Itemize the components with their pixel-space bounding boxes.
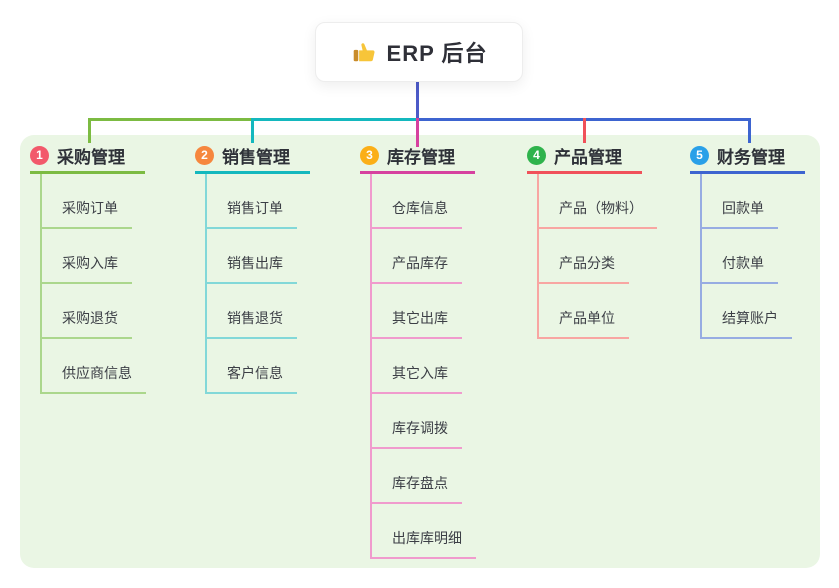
branch-header[interactable]: 1 采购管理 <box>30 143 145 174</box>
branch-label: 采购管理 <box>57 147 125 167</box>
child-label: 销售订单 <box>227 200 283 216</box>
child-node[interactable]: 产品库存 <box>372 229 462 284</box>
child-label: 供应商信息 <box>62 365 132 381</box>
branch-number-badge: 4 <box>527 145 546 165</box>
child-node[interactable]: 产品分类 <box>539 229 629 284</box>
child-label: 库存调拨 <box>392 420 448 436</box>
child-node[interactable]: 采购退货 <box>42 284 132 339</box>
branch-procurement: 1 采购管理 采购订单 采购入库 采购退货 供应商信息 <box>30 143 160 394</box>
branch-children: 销售订单 销售出库 销售退货 客户信息 <box>205 174 325 394</box>
branch-label: 财务管理 <box>717 147 785 167</box>
root-stem-line <box>416 82 419 119</box>
child-node[interactable]: 采购订单 <box>42 174 132 229</box>
branch-label: 产品管理 <box>554 147 622 167</box>
child-label: 客户信息 <box>227 365 283 381</box>
branch-header[interactable]: 4 产品管理 <box>527 143 642 174</box>
child-node[interactable]: 库存盘点 <box>372 449 462 504</box>
child-node[interactable]: 出库库明细 <box>372 504 476 559</box>
branch-children: 产品（物料） 产品分类 产品单位 <box>537 174 657 339</box>
branch-number-badge: 3 <box>360 145 379 165</box>
child-node[interactable]: 采购入库 <box>42 229 132 284</box>
child-label: 销售出库 <box>227 255 283 271</box>
drop-line-2 <box>251 118 254 143</box>
drop-line-3 <box>416 118 419 147</box>
drop-line-5 <box>748 118 751 143</box>
child-label: 结算账户 <box>722 310 778 326</box>
branches-panel <box>20 135 820 568</box>
child-label: 其它出库 <box>392 310 448 326</box>
branch-children: 回款单 付款单 结算账户 <box>700 174 820 339</box>
drop-line-4 <box>583 118 586 143</box>
branch-finance: 5 财务管理 回款单 付款单 结算账户 <box>690 143 820 339</box>
child-label: 产品分类 <box>559 255 615 271</box>
child-label: 库存盘点 <box>392 475 448 491</box>
branch-number-badge: 5 <box>690 145 709 165</box>
child-node[interactable]: 库存调拨 <box>372 394 462 449</box>
branch-children: 仓库信息 产品库存 其它出库 其它入库 库存调拨 库存盘点 出库库明细 <box>370 174 490 559</box>
child-label: 采购入库 <box>62 255 118 271</box>
child-label: 产品（物料） <box>559 200 643 216</box>
child-label: 采购退货 <box>62 310 118 326</box>
branch-number-badge: 1 <box>30 145 49 165</box>
child-node[interactable]: 回款单 <box>702 174 778 229</box>
branch-label: 库存管理 <box>387 147 455 167</box>
bus-line-teal <box>252 118 418 121</box>
child-label: 采购订单 <box>62 200 118 216</box>
branch-label: 销售管理 <box>222 147 290 167</box>
root-node[interactable]: ERP 后台 <box>315 22 523 82</box>
branch-sales: 2 销售管理 销售订单 销售出库 销售退货 客户信息 <box>195 143 325 394</box>
child-label: 产品库存 <box>392 255 448 271</box>
child-label: 销售退货 <box>227 310 283 326</box>
drop-line-1 <box>88 118 91 143</box>
branch-header[interactable]: 2 销售管理 <box>195 143 310 174</box>
bus-line-green <box>89 118 254 121</box>
child-node[interactable]: 其它入库 <box>372 339 462 394</box>
child-node[interactable]: 产品单位 <box>539 284 629 339</box>
thumbs-up-icon <box>351 39 377 65</box>
branch-children: 采购订单 采购入库 采购退货 供应商信息 <box>40 174 160 394</box>
child-label: 其它入库 <box>392 365 448 381</box>
child-label: 出库库明细 <box>392 530 462 546</box>
branch-product: 4 产品管理 产品（物料） 产品分类 产品单位 <box>527 143 657 339</box>
child-node[interactable]: 付款单 <box>702 229 778 284</box>
child-node[interactable]: 客户信息 <box>207 339 297 394</box>
branch-header[interactable]: 5 财务管理 <box>690 143 805 174</box>
child-label: 仓库信息 <box>392 200 448 216</box>
child-label: 回款单 <box>722 200 764 216</box>
child-node[interactable]: 结算账户 <box>702 284 792 339</box>
branch-number-badge: 2 <box>195 145 214 165</box>
child-node[interactable]: 其它出库 <box>372 284 462 339</box>
child-node[interactable]: 供应商信息 <box>42 339 146 394</box>
child-node[interactable]: 产品（物料） <box>539 174 657 229</box>
branch-inventory: 3 库存管理 仓库信息 产品库存 其它出库 其它入库 库存调拨 库存盘点 出库库… <box>360 143 490 559</box>
root-title: ERP 后台 <box>386 41 488 66</box>
branch-header[interactable]: 3 库存管理 <box>360 143 475 174</box>
child-label: 产品单位 <box>559 310 615 326</box>
child-node[interactable]: 销售退货 <box>207 284 297 339</box>
child-label: 付款单 <box>722 255 764 271</box>
child-node[interactable]: 仓库信息 <box>372 174 462 229</box>
child-node[interactable]: 销售订单 <box>207 174 297 229</box>
child-node[interactable]: 销售出库 <box>207 229 297 284</box>
